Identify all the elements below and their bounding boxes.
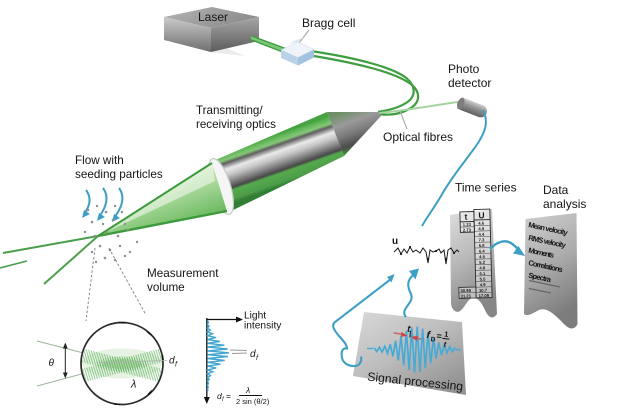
svg-text:Laser: Laser (198, 10, 228, 24)
svg-text:7.3: 7.3 (479, 237, 486, 242)
svg-text:D: D (430, 336, 436, 343)
svg-text:4.9: 4.9 (478, 226, 485, 231)
svg-text:receiving optics: receiving optics (196, 118, 276, 131)
svg-text:4.5: 4.5 (479, 254, 486, 259)
svg-text:Bragg cell: Bragg cell (302, 16, 355, 30)
svg-text:2 sin (θ/2): 2 sin (θ/2) (236, 397, 270, 406)
svg-text:Flow with: Flow with (75, 154, 124, 167)
svg-text:Photo: Photo (448, 62, 480, 76)
svg-text:seeding particles: seeding particles (75, 168, 163, 181)
svg-text:f: f (222, 397, 225, 403)
svg-text:=: = (436, 331, 442, 341)
svg-text:detector: detector (448, 76, 491, 90)
svg-text:Time series: Time series (455, 181, 517, 195)
svg-text:10.7: 10.7 (479, 288, 488, 293)
svg-text:λ: λ (130, 379, 136, 391)
svg-text:31.21: 31.21 (461, 293, 472, 298)
svg-text:2.73: 2.73 (463, 227, 472, 232)
svg-text:t: t (407, 324, 412, 335)
svg-text:d: d (217, 391, 222, 401)
svg-text:30.98: 30.98 (460, 288, 471, 293)
svg-text:d: d (250, 349, 256, 360)
svg-text:Data: Data (543, 183, 569, 197)
svg-text:t: t (443, 340, 447, 349)
svg-text:f: f (256, 355, 259, 362)
svg-text:volume: volume (147, 281, 185, 294)
svg-text:1.23: 1.23 (463, 222, 472, 227)
svg-text:6.4: 6.4 (479, 249, 486, 254)
svg-text:1: 1 (444, 330, 449, 339)
svg-text:analysis: analysis (543, 197, 586, 211)
svg-text:θ: θ (49, 358, 55, 369)
svg-text:Transmitting/: Transmitting/ (196, 104, 263, 117)
svg-text:17.09: 17.09 (479, 293, 490, 298)
svg-text:Measurement: Measurement (147, 267, 219, 280)
svg-text:4.4: 4.4 (478, 232, 485, 237)
svg-text:u: u (392, 236, 398, 247)
svg-text:4.6: 4.6 (478, 221, 485, 226)
svg-text:intensity: intensity (244, 321, 282, 332)
svg-text:4.8: 4.8 (479, 265, 486, 270)
svg-text:5.2: 5.2 (479, 260, 486, 265)
svg-text:f: f (175, 362, 178, 369)
svg-text:t: t (464, 212, 467, 222)
svg-text:Light: Light (244, 311, 266, 322)
svg-text:Optical fibres: Optical fibres (383, 130, 453, 144)
svg-text:4.9: 4.9 (480, 282, 487, 287)
svg-text:5.5: 5.5 (480, 277, 487, 282)
svg-text:5.8: 5.8 (479, 243, 486, 248)
svg-text:=: = (226, 391, 231, 401)
svg-text:f: f (426, 330, 432, 341)
svg-text:d: d (169, 356, 175, 367)
svg-text:6.1: 6.1 (479, 271, 486, 276)
svg-text:U: U (478, 210, 484, 220)
svg-text:λ: λ (245, 385, 250, 395)
